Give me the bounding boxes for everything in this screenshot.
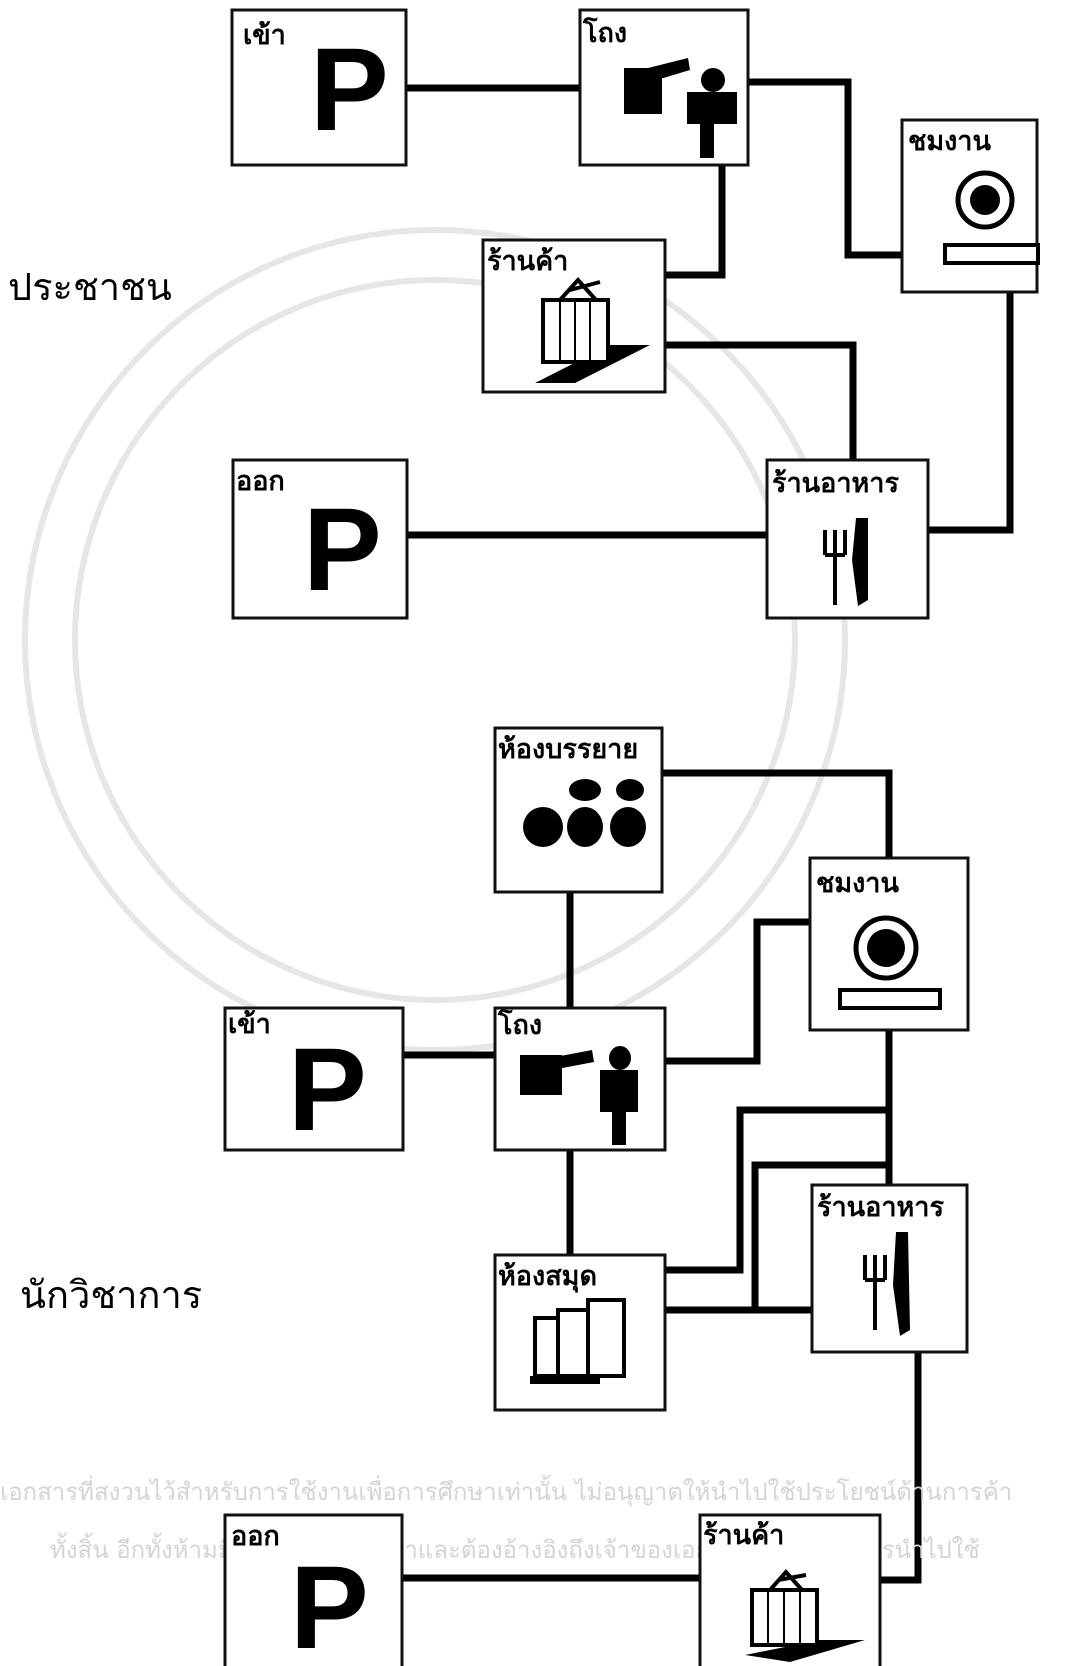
line-pub-lobby-exhibit	[748, 82, 902, 255]
node-label: โถง	[582, 16, 627, 49]
node-label: ออก	[236, 466, 285, 497]
node-label: ห้องบรรยาย	[498, 734, 638, 765]
node-pub-restaurant: ร้านอาหาร	[767, 460, 928, 618]
node-label: เข้า	[228, 1009, 271, 1040]
parking-sign-icon: P	[288, 1024, 367, 1156]
group-label-academic: นักวิชาการ	[20, 1273, 202, 1317]
node-label: โถง	[497, 1008, 542, 1041]
node-label: เข้า	[243, 20, 286, 51]
node-ac-restaurant: ร้านอาหาร	[812, 1185, 967, 1352]
node-pub-exhibit: ชมงาน	[902, 120, 1038, 292]
node-label: ร้านอาหาร	[817, 1192, 944, 1223]
node-label: ร้านค้า	[487, 246, 568, 277]
group-label-public: ประชาชน	[8, 265, 172, 309]
node-pub-exit: ออก P	[233, 460, 407, 618]
watermark-line-1: เอกสารที่สงวนไว้สำหรับการใช้งานเพื่อการศ…	[0, 1474, 1012, 1507]
line-pub-exhibit-restaurant	[928, 292, 1010, 530]
node-ac-library: ห้องสมุด	[495, 1255, 665, 1410]
seal-watermark	[25, 230, 845, 1050]
node-label: ร้านอาหาร	[772, 468, 899, 499]
node-pub-shop: ร้านค้า	[483, 240, 665, 392]
node-ac-shop: ร้านค้า	[700, 1515, 880, 1666]
node-label: ชมงาน	[908, 126, 991, 157]
node-pub-lobby: โถง	[580, 10, 748, 165]
node-pub-enter: เข้า P	[232, 10, 406, 165]
node-ac-exhibit: ชมงาน	[810, 858, 968, 1030]
line-pub-lobby-shop	[665, 165, 722, 275]
line-ac-lecture-exhibit	[662, 773, 889, 858]
node-label: ออก	[231, 1521, 280, 1552]
node-label: ร้านค้า	[703, 1520, 784, 1551]
parking-sign-icon: P	[310, 24, 389, 156]
line-ac-lobby-exhibit	[665, 922, 810, 1061]
line-pub-shop-restaurant	[665, 345, 853, 460]
parking-sign-icon: P	[290, 1542, 369, 1666]
node-label: ห้องสมุด	[498, 1261, 597, 1293]
node-label: ชมงาน	[816, 868, 899, 899]
node-ac-exit: ออก P	[225, 1515, 402, 1666]
node-ac-lobby: โถง	[495, 1008, 665, 1150]
parking-sign-icon: P	[303, 484, 382, 616]
node-ac-lecture: ห้องบรรยาย	[495, 728, 662, 892]
node-ac-enter: เข้า P	[225, 1008, 403, 1156]
